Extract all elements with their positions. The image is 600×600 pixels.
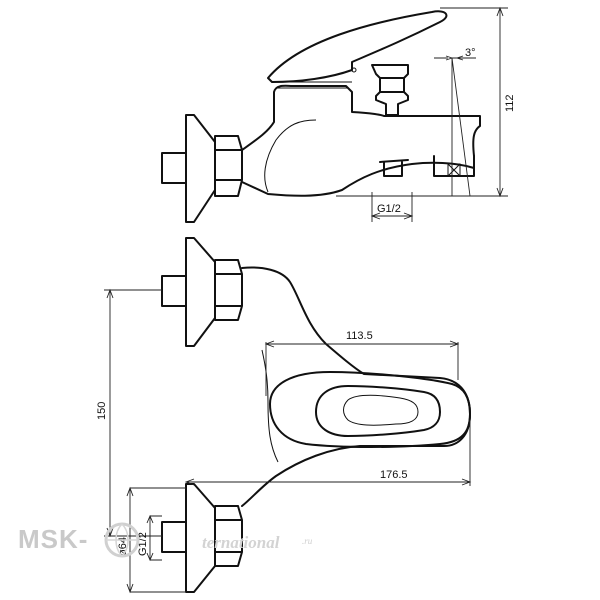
- side-lever-screw: [351, 67, 357, 73]
- top-upper-inlet-pipe: [161, 275, 187, 307]
- side-lever-collar: [272, 81, 352, 89]
- side-aerator-cross: [447, 163, 461, 177]
- watermark: MSK- ternational .ru: [18, 522, 313, 558]
- height-extension-lines: [336, 7, 508, 197]
- top-lower-hex-nut: [214, 505, 243, 567]
- top-upper-flange: [185, 237, 216, 347]
- top-body-inner-curve: [261, 349, 279, 463]
- watermark-brand: MSK-: [18, 524, 88, 554]
- side-inlet-pipe: [161, 152, 187, 184]
- side-hex-nut: [214, 135, 243, 197]
- side-body: [241, 84, 481, 197]
- spout-axis-line: [451, 57, 471, 197]
- side-wall-flange: [185, 114, 216, 223]
- centers-dim-extension: [104, 289, 162, 537]
- height-arrowheads: [496, 6, 504, 198]
- top-upper-hex-nut: [214, 259, 243, 321]
- thread-spout-label: G1/2: [377, 203, 401, 215]
- watermark-globe-meridians: [106, 523, 138, 557]
- diameter-dim-arrowheads: [126, 486, 154, 594]
- side-lever-handle: [267, 10, 448, 83]
- watermark-word: ternational: [202, 533, 280, 552]
- centers-dim-label: 150: [96, 402, 108, 420]
- thread-spout-arrowheads: [370, 212, 414, 220]
- projection-dim-extension: [186, 420, 471, 486]
- top-lever-pad: [315, 385, 441, 437]
- thread-inlet-label: G1/2: [137, 532, 149, 556]
- lever-dim-label: 113.5: [346, 330, 373, 342]
- angle-arrowhead-right: [455, 55, 464, 61]
- projection-dim-arrowheads: [184, 478, 472, 486]
- projection-dim-label: 176.5: [380, 469, 408, 481]
- angle-label: 3°: [465, 47, 476, 59]
- watermark-domain: .ru: [302, 536, 313, 546]
- thread-spout-extension: [371, 192, 413, 222]
- top-view: 113.5 176.5 150 ø64 G1/2: [96, 237, 472, 594]
- side-view: 3° 112 G1/2: [161, 6, 516, 223]
- side-diverter-knob: [371, 64, 409, 116]
- side-bottom-nozzle: [379, 159, 409, 177]
- top-lever-outline: [269, 371, 471, 448]
- top-lever-pad-inner: [343, 394, 419, 426]
- lever-dim-arrowheads: [264, 340, 460, 348]
- height-label: 112: [504, 94, 516, 112]
- side-body-contour: [264, 119, 317, 193]
- angle-arrowhead-left: [445, 55, 454, 61]
- lever-dim-extension: [265, 342, 459, 396]
- top-lower-inlet-pipe: [161, 521, 187, 553]
